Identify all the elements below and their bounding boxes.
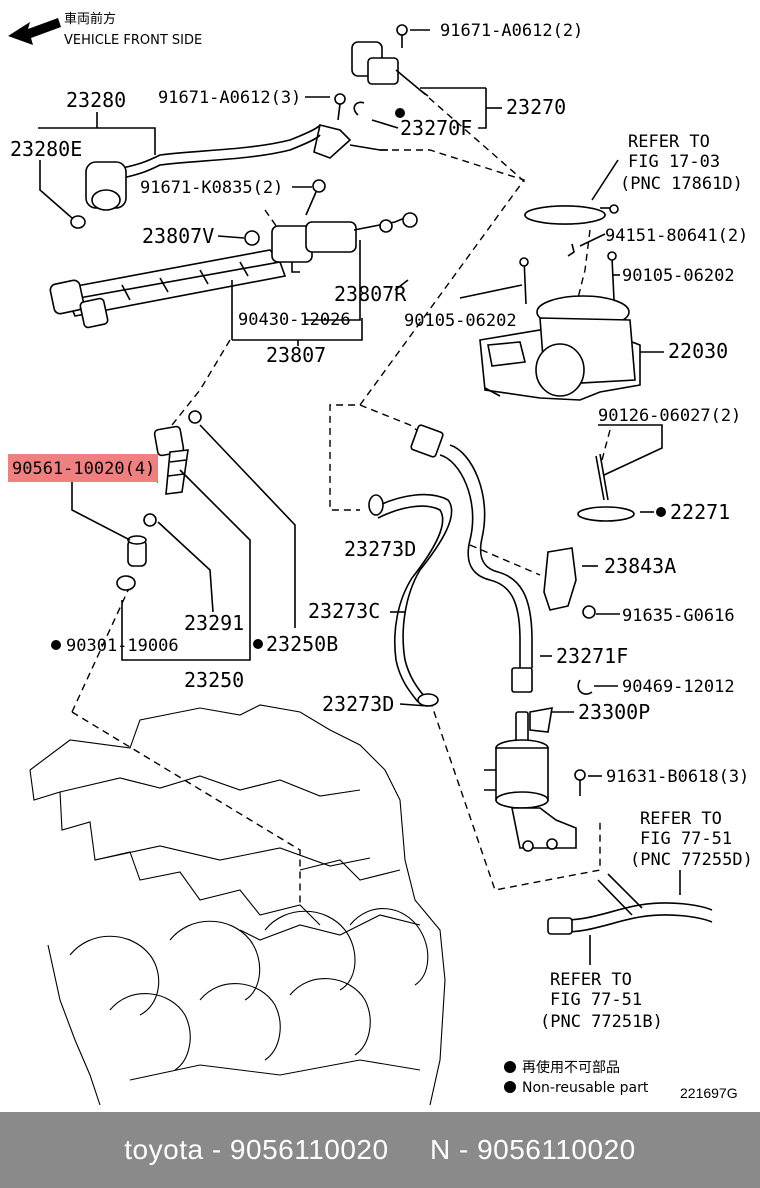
label-refer-7751-b3: (PNC 77251B) <box>540 1012 663 1032</box>
label-22030: 22030 <box>668 339 728 363</box>
label-refer-1703-b: FIG 17-03 <box>628 152 720 172</box>
label-23250b: 23250B <box>266 632 338 656</box>
label-refer-1703-c: (PNC 17861D) <box>620 174 743 194</box>
label-refer-7751-a2: FIG 77-51 <box>640 829 732 849</box>
label-23270f: 23270F <box>400 116 472 140</box>
non-reusable-dot-23270f <box>395 108 405 118</box>
hose-clamp-ring <box>524 204 619 225</box>
label-23280e: 23280E <box>10 137 82 161</box>
part-labels: 91671-A0612(2) 91671-A0612(3) 23280 2328… <box>10 21 753 1032</box>
legend-jp: 再使用不可部品 <box>522 1059 620 1076</box>
vsv-23300p <box>484 707 586 852</box>
engine-block-drawing <box>29 704 446 1106</box>
fuel-injector-23250 <box>116 425 189 591</box>
diagram-code: 221697G <box>680 1085 738 1101</box>
label-23291: 23291 <box>184 611 244 635</box>
label-23300p: 23300P <box>578 700 650 724</box>
label-91631-b0618: 91631-B0618(3) <box>606 767 749 787</box>
label-22271: 22271 <box>670 500 730 524</box>
label-94151-80641: 94151-80641(2) <box>605 226 748 246</box>
throttle-body-22030 <box>479 205 641 522</box>
label-23273c: 23273C <box>308 599 380 623</box>
label-90430-12026: 90430-12026 <box>238 310 351 330</box>
bracket-23843a <box>543 547 596 619</box>
label-23807: 23807 <box>266 343 326 367</box>
solid-leader-lines <box>38 29 681 965</box>
label-23273d-top: 23273D <box>344 537 416 561</box>
label-91671-a0612-3: 91671-A0612(3) <box>158 88 301 108</box>
legend-en: Non-reusable part <box>522 1080 649 1096</box>
footer-bar: toyota - 9056110020 N - 9056110020 <box>0 1112 760 1188</box>
legend: 再使用不可部品 Non-reusable part 221697G <box>504 1059 738 1101</box>
non-reusable-dot-23250b <box>253 639 263 649</box>
label-90301-19006: 90301-19006 <box>66 636 179 656</box>
label-refer-7751-b1: REFER TO <box>550 970 632 990</box>
non-reusable-dot-90301 <box>51 640 61 650</box>
parts-diagram: 車両前方 VEHICLE FRONT SIDE <box>8 11 753 1106</box>
fuel-pipe-23280 <box>70 93 388 229</box>
fuel-delivery-rail-23807 <box>49 212 418 424</box>
fuel-pressure-regulator-top <box>351 24 429 116</box>
label-23270: 23270 <box>506 95 566 119</box>
label-90469-12012: 90469-12012 <box>622 677 735 697</box>
label-23271f: 23271F <box>556 644 628 668</box>
label-90105-06202-left: 90105-06202 <box>404 311 517 331</box>
label-23843a: 23843A <box>604 554 676 578</box>
label-23250: 23250 <box>184 668 244 692</box>
legend-dot-icon <box>504 1081 516 1093</box>
label-90105-06202-right: 90105-06202 <box>622 266 735 286</box>
label-90561-10020[interactable]: 90561-10020(4) <box>12 459 155 479</box>
footer-text: toyota - 9056110020 N - 9056110020 <box>124 1134 636 1165</box>
label-90126-06027: 90126-06027(2) <box>598 406 741 426</box>
label-refer-1703-a: REFER TO <box>628 132 710 152</box>
label-23807v: 23807V <box>142 224 214 248</box>
vehicle-front-jp: 車両前方 <box>64 11 116 27</box>
label-23273d-bottom: 23273D <box>322 692 394 716</box>
legend-dot-icon <box>504 1061 516 1073</box>
purge-hoses <box>547 873 713 935</box>
label-23807r: 23807R <box>334 282 407 306</box>
vacuum-hoses <box>368 424 593 707</box>
label-91635-g0616: 91635-G0616 <box>622 606 735 626</box>
vehicle-front-arrow-icon <box>8 18 61 45</box>
vehicle-front-en: VEHICLE FRONT SIDE <box>64 33 202 48</box>
label-91671-a0612-top: 91671-A0612(2) <box>440 21 583 41</box>
label-refer-7751-a1: REFER TO <box>640 809 722 829</box>
non-reusable-dot-22271 <box>656 507 666 517</box>
label-refer-7751-b2: FIG 77-51 <box>550 990 642 1010</box>
highlight-90561 <box>8 454 158 482</box>
label-refer-7751-a3: (PNC 77255D) <box>630 850 753 870</box>
label-23280: 23280 <box>66 88 126 112</box>
label-91671-k0835: 91671-K0835(2) <box>140 178 283 198</box>
